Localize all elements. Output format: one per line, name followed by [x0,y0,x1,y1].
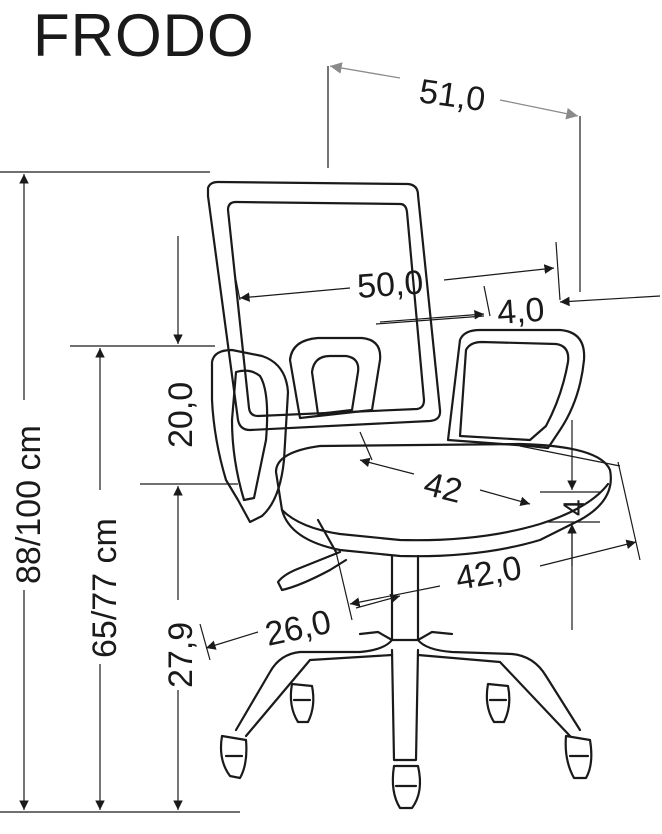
label-seat-height: 65/77 cm [86,518,124,658]
label-width-back: 50,0 [356,263,425,306]
label-seat-thickness: 4 [558,499,591,516]
caster-front-center [391,764,422,810]
product-title: FRODO [33,2,255,69]
dimension-arrows [19,62,661,810]
caster-front-right [564,734,593,780]
label-seat-from-base: 27,9 [162,622,200,688]
label-seat-width: 42,0 [453,549,525,598]
label-depth-overall: 51,0 [417,72,488,119]
dimension-labels: 51,0 50,0 4,0 20,0 42 4 42,0 26,0 27,9 8… [10,72,591,688]
caster-front-left [219,734,248,780]
label-seat-depth: 42 [420,465,466,511]
extension-lines [0,66,641,813]
caster-back-left [289,682,315,724]
label-total-height: 88/100 cm [10,425,48,584]
label-back-thickness: 4,0 [496,291,546,332]
label-backrest-height: 20,0 [162,382,200,448]
caster-back-right [485,682,511,724]
label-armrest-to-seat: 26,0 [262,603,335,654]
